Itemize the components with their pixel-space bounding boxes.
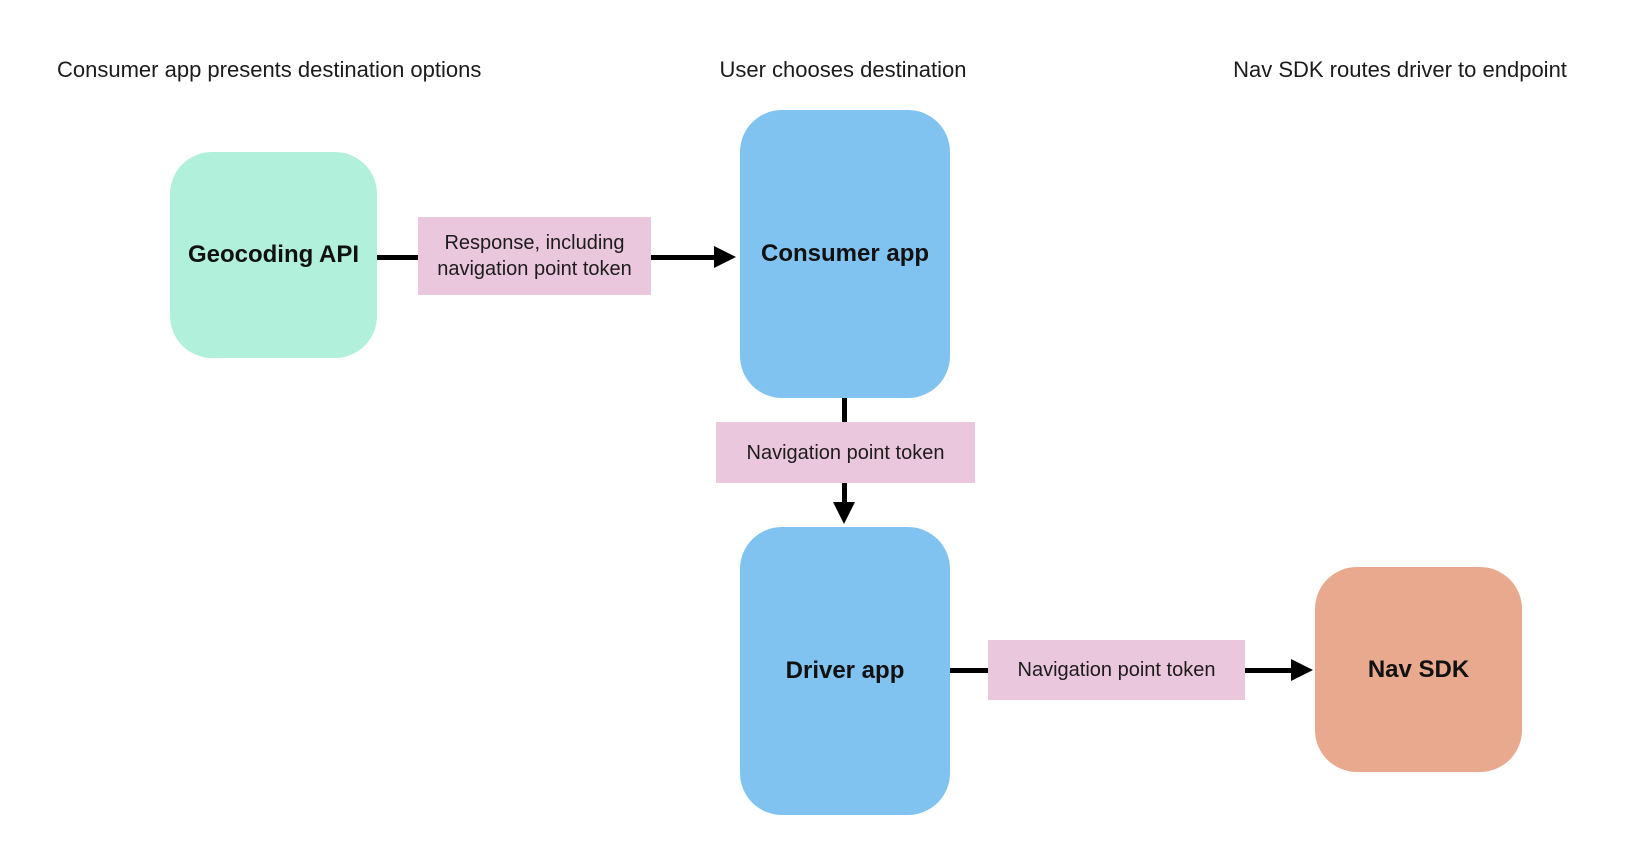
node-nav-sdk: Nav SDK (1315, 567, 1522, 772)
node-consumer-app: Consumer app (740, 110, 950, 398)
column-heading-consumer-presents: Consumer app presents destination option… (57, 57, 482, 82)
arrowhead-down-icon (833, 502, 855, 524)
arrowhead-right-icon (1291, 659, 1313, 681)
edge-label-response-including-token: Response, including navigation point tok… (418, 217, 651, 295)
node-geocoding-api: Geocoding API (170, 152, 377, 358)
node-consumer-app-label: Consumer app (760, 240, 930, 267)
column-heading-user-chooses: User chooses destination (719, 57, 967, 82)
edge-label-navigation-point-token-2: Navigation point token (988, 640, 1245, 700)
arrowhead-right-icon (714, 246, 736, 268)
node-geocoding-api-label: Geocoding API (187, 241, 360, 268)
node-nav-sdk-label: Nav SDK (1367, 655, 1470, 683)
column-heading-nav-sdk-routes: Nav SDK routes driver to endpoint (1233, 57, 1567, 82)
node-driver-app-label: Driver app (785, 657, 905, 684)
edge-label-navigation-point-token-1: Navigation point token (716, 422, 975, 483)
node-driver-app: Driver app (740, 527, 950, 815)
